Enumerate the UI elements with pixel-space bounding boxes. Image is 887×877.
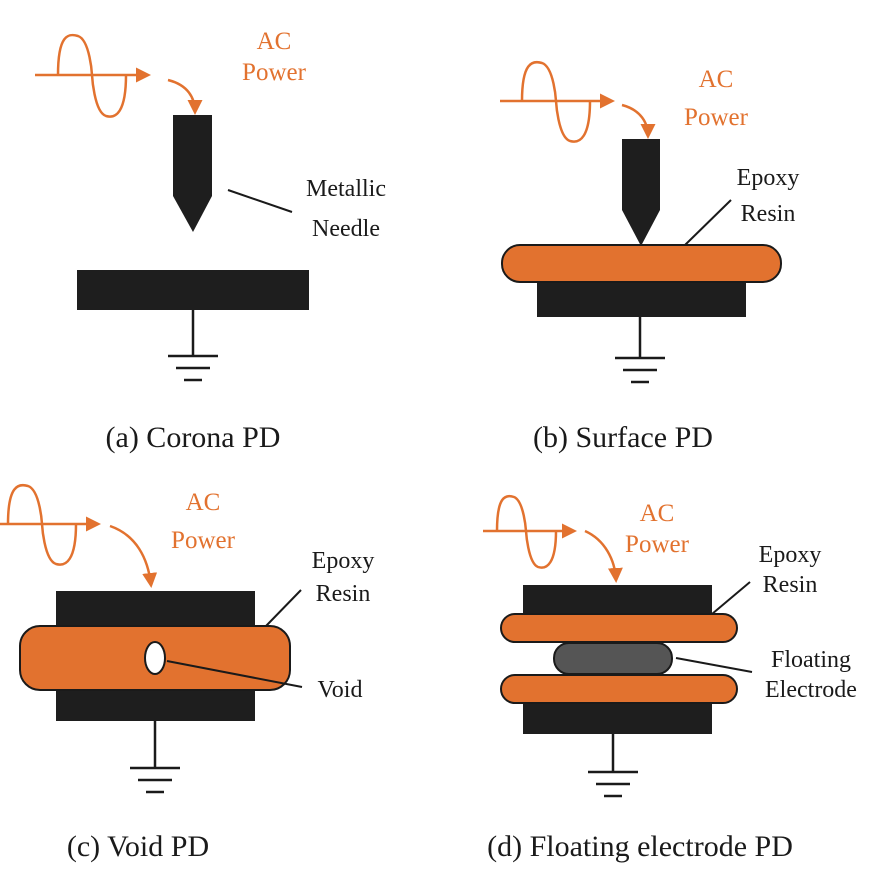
caption-a: (a) Corona PD (106, 421, 281, 454)
ground-icon (130, 721, 180, 794)
void-cavity (144, 641, 166, 675)
feed-arrow-icon (621, 103, 656, 139)
caption-d: (d) Floating electrode PD (487, 830, 793, 863)
resin-label-line1: Epoxy (312, 548, 375, 574)
ac-power-label-line2: Power (242, 59, 307, 86)
metallic-needle (622, 139, 660, 246)
resin-callout-line (711, 581, 751, 615)
resin-label-line2: Resin (316, 581, 371, 607)
ac-power-label-line2: Power (625, 531, 690, 558)
electrode-label-line2: Electrode (765, 677, 857, 703)
panel-d-floating: AC Power Epoxy Resin Floating Electrode … (483, 494, 857, 863)
electrode-callout-line (675, 657, 753, 673)
resin-label-line1: Epoxy (737, 165, 800, 191)
ground-icon (615, 317, 665, 384)
ac-source-icon (0, 483, 101, 566)
needle-label-line1: Metallic (306, 176, 386, 202)
void-label: Void (318, 677, 363, 703)
ac-source-icon (500, 60, 615, 143)
resin-label-line1: Epoxy (759, 542, 822, 568)
caption-c: (c) Void PD (67, 830, 209, 863)
ac-power-label-line1: AC (699, 66, 734, 93)
ac-power-label-line2: Power (171, 527, 236, 554)
ground-plate (77, 270, 309, 310)
upper-electrode (56, 591, 255, 627)
upper-electrode (523, 585, 712, 618)
feed-arrow-icon (167, 78, 203, 115)
panel-a-corona: AC Power Metallic Needle (a) Corona PD (35, 28, 386, 454)
needle-callout-line (227, 189, 293, 213)
epoxy-resin-layer (501, 244, 782, 283)
lower-epoxy-resin-layer (500, 674, 738, 704)
panel-c-void: AC Power Void Epoxy Resin (c) Void PD (0, 483, 375, 863)
feed-arrow-icon (584, 529, 623, 583)
resin-callout-line (684, 199, 732, 246)
void-callout-line (166, 660, 303, 688)
ac-power-label-line1: AC (186, 489, 221, 516)
ac-source-icon (483, 494, 577, 569)
electrode-label-line1: Floating (771, 647, 851, 673)
needle-label-line2: Needle (312, 216, 380, 242)
ground-icon (168, 310, 218, 382)
upper-epoxy-resin-layer (500, 613, 738, 643)
feed-arrow-icon (109, 524, 158, 588)
lower-electrode (523, 700, 712, 734)
ac-source-icon (35, 33, 151, 118)
metallic-needle (173, 115, 212, 232)
caption-b: (b) Surface PD (533, 421, 713, 454)
floating-electrode (553, 642, 673, 675)
panel-b-surface: AC Power Epoxy Resin (b) Surface PD (500, 60, 800, 454)
resin-callout-line (265, 589, 302, 627)
ac-power-label-line1: AC (257, 28, 292, 55)
resin-label-line2: Resin (763, 572, 818, 598)
ground-icon (588, 734, 638, 798)
resin-label-line2: Resin (741, 201, 796, 227)
ac-power-label-line2: Power (684, 104, 749, 131)
ac-power-label-line1: AC (640, 500, 675, 527)
